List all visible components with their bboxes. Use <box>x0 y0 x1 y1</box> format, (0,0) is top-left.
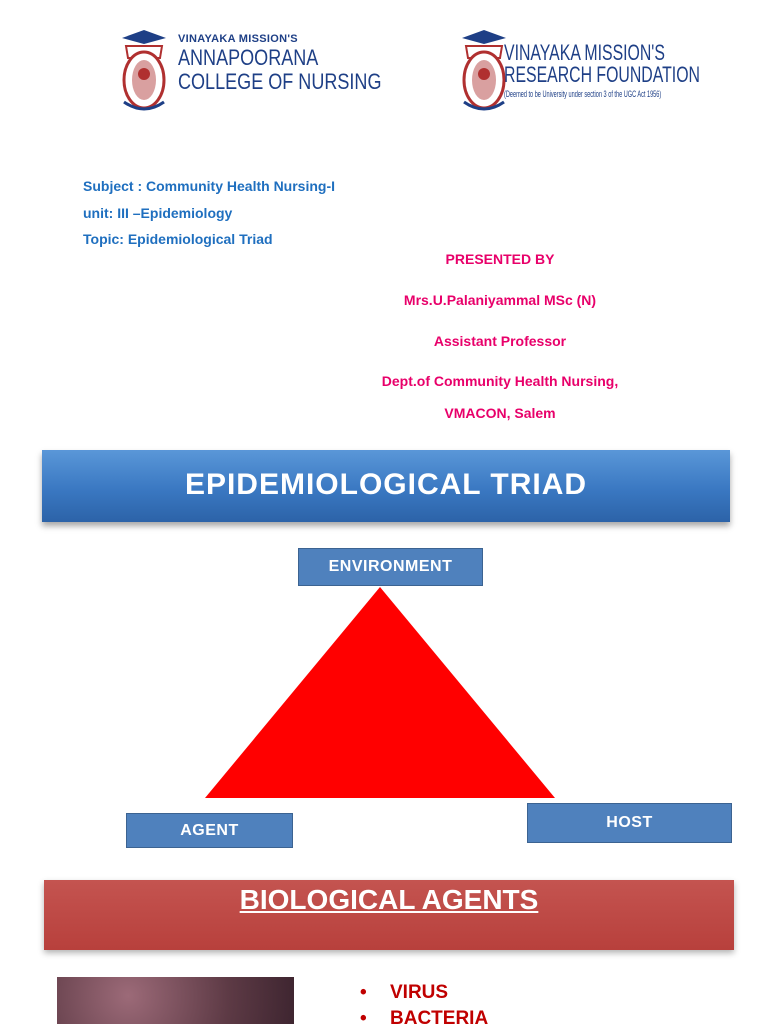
annapoorana-logo: VINAYAKA MISSION'S ANNAPOORANA COLLEGE O… <box>116 28 381 120</box>
host-box: HOST <box>527 803 732 843</box>
logo-right-line1: VINAYAKA MISSION'S <box>504 40 665 65</box>
subject-line: Subject : Community Health Nursing-I <box>83 178 336 194</box>
list-item: •BACTERIA <box>360 1008 489 1029</box>
presenter-department: Dept.of Community Health Nursing, <box>381 373 619 389</box>
university-emblem-icon <box>122 30 166 111</box>
logo-right-line3: (Deemed to be University under section 3… <box>504 89 662 99</box>
unit-line: unit: III –Epidemiology <box>83 205 233 221</box>
presenter-name: Mrs.U.Palaniyammal MSc (N) <box>403 292 597 308</box>
triad-banner: EPIDEMIOLOGICAL TRIAD <box>42 450 730 522</box>
logo-left-line1: VINAYAKA MISSION'S <box>178 33 298 45</box>
environment-box: ENVIRONMENT <box>298 548 483 586</box>
topic-line: Topic: Epidemiological Triad <box>83 231 273 247</box>
microbe-image <box>57 977 294 1024</box>
research-foundation-logo: VINAYAKA MISSION'S RESEARCH FOUNDATION (… <box>456 28 700 120</box>
presenter-designation: Assistant Professor <box>433 333 567 349</box>
triad-title: EPIDEMIOLOGICAL TRIAD <box>184 468 588 501</box>
logo-left-line3: COLLEGE OF NURSING <box>178 69 382 94</box>
presented-by-heading: PRESENTED BY <box>445 251 555 267</box>
presenter-institution: VMACON, Salem <box>444 405 556 421</box>
logo-left-line2: ANNAPOORANA <box>178 45 319 70</box>
biological-agents-list: •VIRUS •BACTERIA <box>360 982 488 1034</box>
biological-agents-banner: BIOLOGICAL AGENTS <box>44 880 734 950</box>
biological-agents-title: BIOLOGICAL AGENTS <box>239 884 539 915</box>
agent-box: AGENT <box>126 813 293 848</box>
university-emblem-icon <box>462 30 506 111</box>
triad-triangle <box>205 587 555 798</box>
list-item: •VIRUS <box>360 982 449 1003</box>
logo-right-line2: RESEARCH FOUNDATION <box>504 62 700 87</box>
